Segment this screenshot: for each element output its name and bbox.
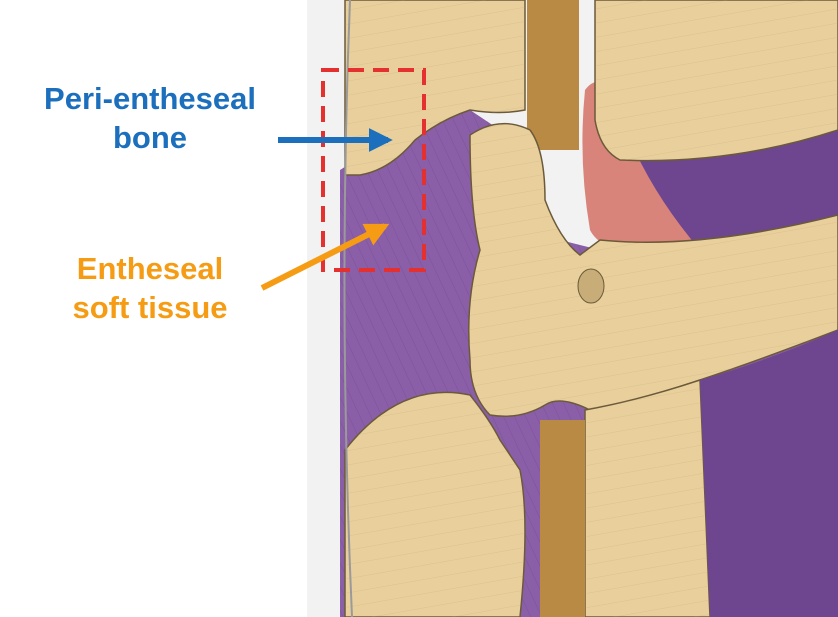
entheseal-soft-line1: Entheseal	[0, 250, 300, 289]
peri-entheseal-line2: bone	[0, 119, 300, 158]
spinal-canal-lower	[540, 420, 585, 617]
peri-entheseal-line1: Peri-entheseal	[0, 80, 300, 119]
spinal-canal-upper	[527, 0, 579, 150]
peri-entheseal-bone-label: Peri-entheseal bone	[0, 80, 300, 158]
entheseal-soft-tissue-label: Entheseal soft tissue	[0, 250, 300, 328]
spine-illustration	[340, 0, 838, 617]
entheseal-soft-line2: soft tissue	[0, 289, 300, 328]
articular-process	[578, 269, 604, 303]
